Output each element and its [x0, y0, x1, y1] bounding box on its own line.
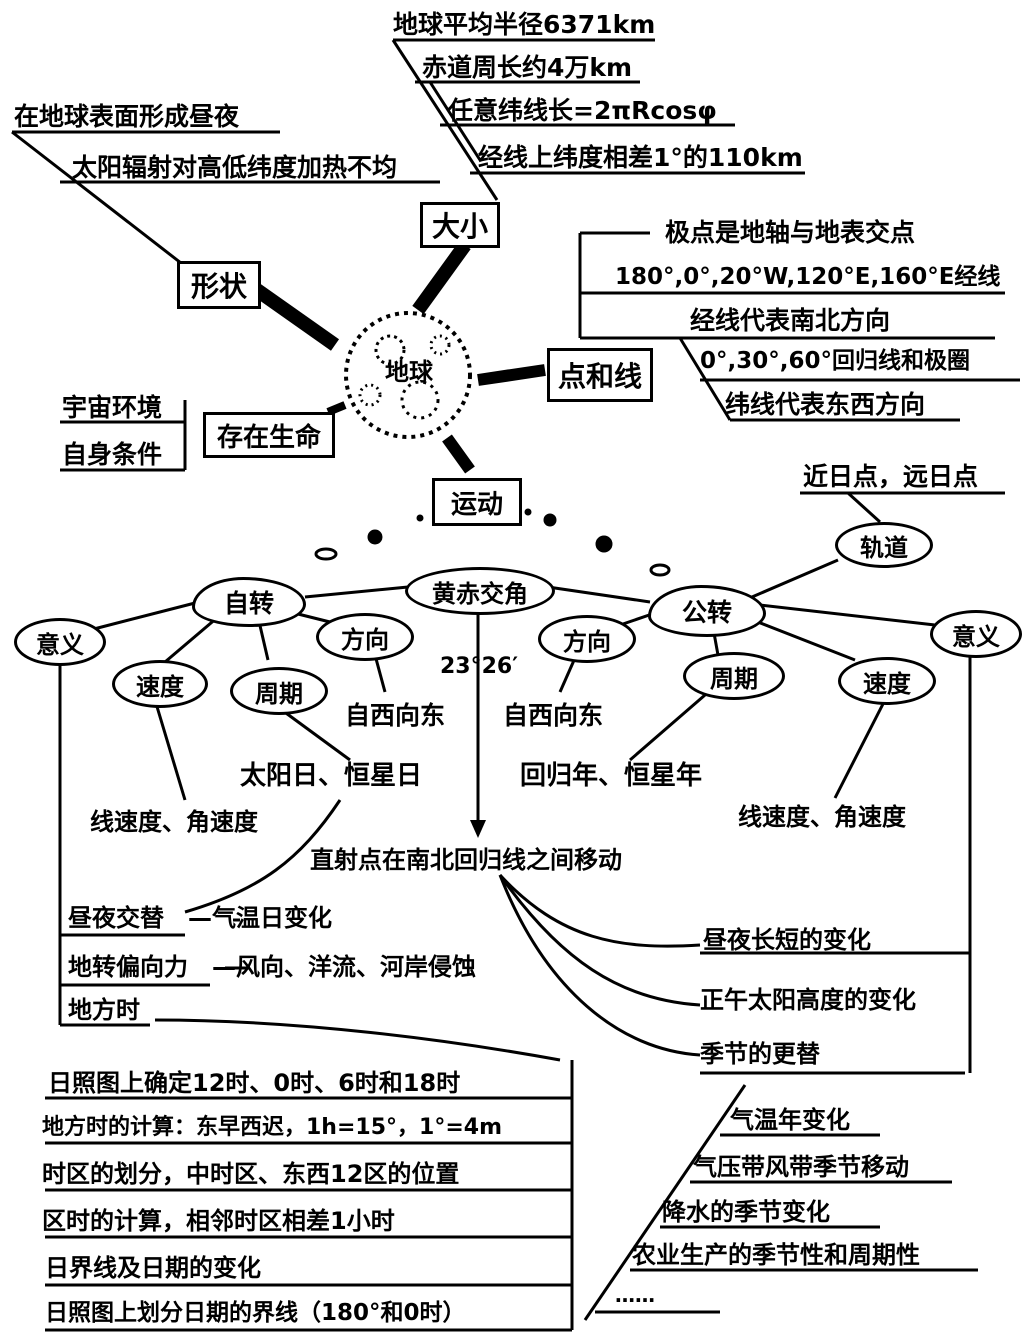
revolution-direction-value: 自西向东: [503, 701, 604, 730]
shape-node: 形状: [177, 261, 261, 309]
time-item: 日照图上确定12时、0时、6时和18时: [48, 1069, 461, 1097]
points-lines-item: 纬线代表东西方向: [725, 390, 926, 419]
rotation-period-node: 周期: [230, 667, 328, 715]
points-lines-node: 点和线: [547, 348, 653, 402]
size-item: 经线上纬度相差1°的110km: [478, 143, 803, 172]
points-lines-item: 180°,0°,20°W,120°E,160°E经线: [615, 264, 1001, 290]
rotation-node: 自转: [192, 577, 306, 627]
time-item: 区时的计算，相邻时区相差1小时: [42, 1207, 395, 1235]
rotation-direction-value: 自西向东: [345, 701, 446, 730]
time-item: 日界线及日期的变化: [45, 1254, 261, 1282]
shape-item: 在地球表面形成昼夜: [14, 102, 240, 131]
revolution-orbit-value: 近日点，远日点: [803, 462, 979, 491]
globe-label: 地球: [385, 358, 433, 386]
size-item: 地球平均半径6371km: [393, 10, 656, 39]
revolution-node: 公转: [648, 585, 766, 637]
size-item: 赤道周长约4万km: [422, 53, 633, 82]
revolution-meaning-node: 意义: [930, 610, 1022, 658]
revolution-effect: 昼夜长短的变化: [703, 926, 871, 954]
revolution-direction-node: 方向: [538, 615, 636, 663]
revolution-speed-node: 速度: [838, 657, 936, 705]
rotation-meaning-node: 意义: [14, 618, 106, 666]
shape-item: 太阳辐射对高低纬度加热不均: [72, 153, 398, 182]
points-lines-item: 0°,30°,60°回归线和极圈: [700, 348, 970, 374]
obliquity-value: 23°26′: [440, 654, 519, 679]
revolution-period-node: 周期: [683, 652, 785, 700]
rotation-effect-label: 昼夜交替: [68, 904, 164, 932]
revolution-effect: 季节的更替: [700, 1040, 820, 1068]
revolution-orbit-node: 轨道: [835, 522, 933, 568]
rotation-speed-value: 线速度、角速度: [90, 808, 258, 836]
time-item: 日照图上划分日期的界线（180°和0时）: [45, 1300, 466, 1326]
rotation-period-value: 太阳日、恒星日: [240, 761, 423, 791]
size-node: 大小: [420, 202, 500, 248]
time-item: 时区的划分，中时区、东西12区的位置: [42, 1160, 460, 1188]
season-item: 气压带风带季节移动: [693, 1153, 909, 1181]
season-item: 农业生产的季节性和周期性: [632, 1241, 920, 1269]
points-lines-item: 极点是地轴与地表交点: [665, 218, 916, 247]
revolution-effect: 正午太阳高度的变化: [700, 986, 916, 1014]
motion-node: 运动: [432, 478, 522, 526]
season-item: ……: [615, 1283, 655, 1307]
rotation-effect-detail: —风向、洋流、河岸侵蚀: [212, 953, 476, 981]
life-item: 自身条件: [62, 440, 163, 469]
season-item: 降水的季节变化: [662, 1198, 830, 1226]
obliquity-node: 黄赤交角: [405, 567, 555, 615]
revolution-period-value: 回归年、恒星年: [520, 761, 703, 791]
life-item: 宇宙环境: [62, 393, 163, 422]
revolution-speed-value: 线速度、角速度: [738, 803, 906, 831]
time-item: 地方时的计算：东早西迟，1h=15°，1°=4m: [42, 1115, 502, 1140]
rotation-effect-label: 地方时: [68, 996, 140, 1024]
size-item: 任意纬线长=2πRcosφ: [448, 96, 717, 125]
life-node: 存在生命: [203, 412, 335, 458]
rotation-speed-node: 速度: [112, 660, 208, 708]
rotation-effect-detail: —气温日变化: [188, 904, 332, 932]
rotation-effect-label: 地转偏向力: [68, 953, 188, 981]
season-item: 气温年变化: [730, 1106, 850, 1134]
rotation-direction-node: 方向: [316, 613, 414, 661]
points-lines-item: 经线代表南北方向: [690, 306, 891, 335]
direct-point-migration: 直射点在南北回归线之间移动: [310, 846, 622, 874]
